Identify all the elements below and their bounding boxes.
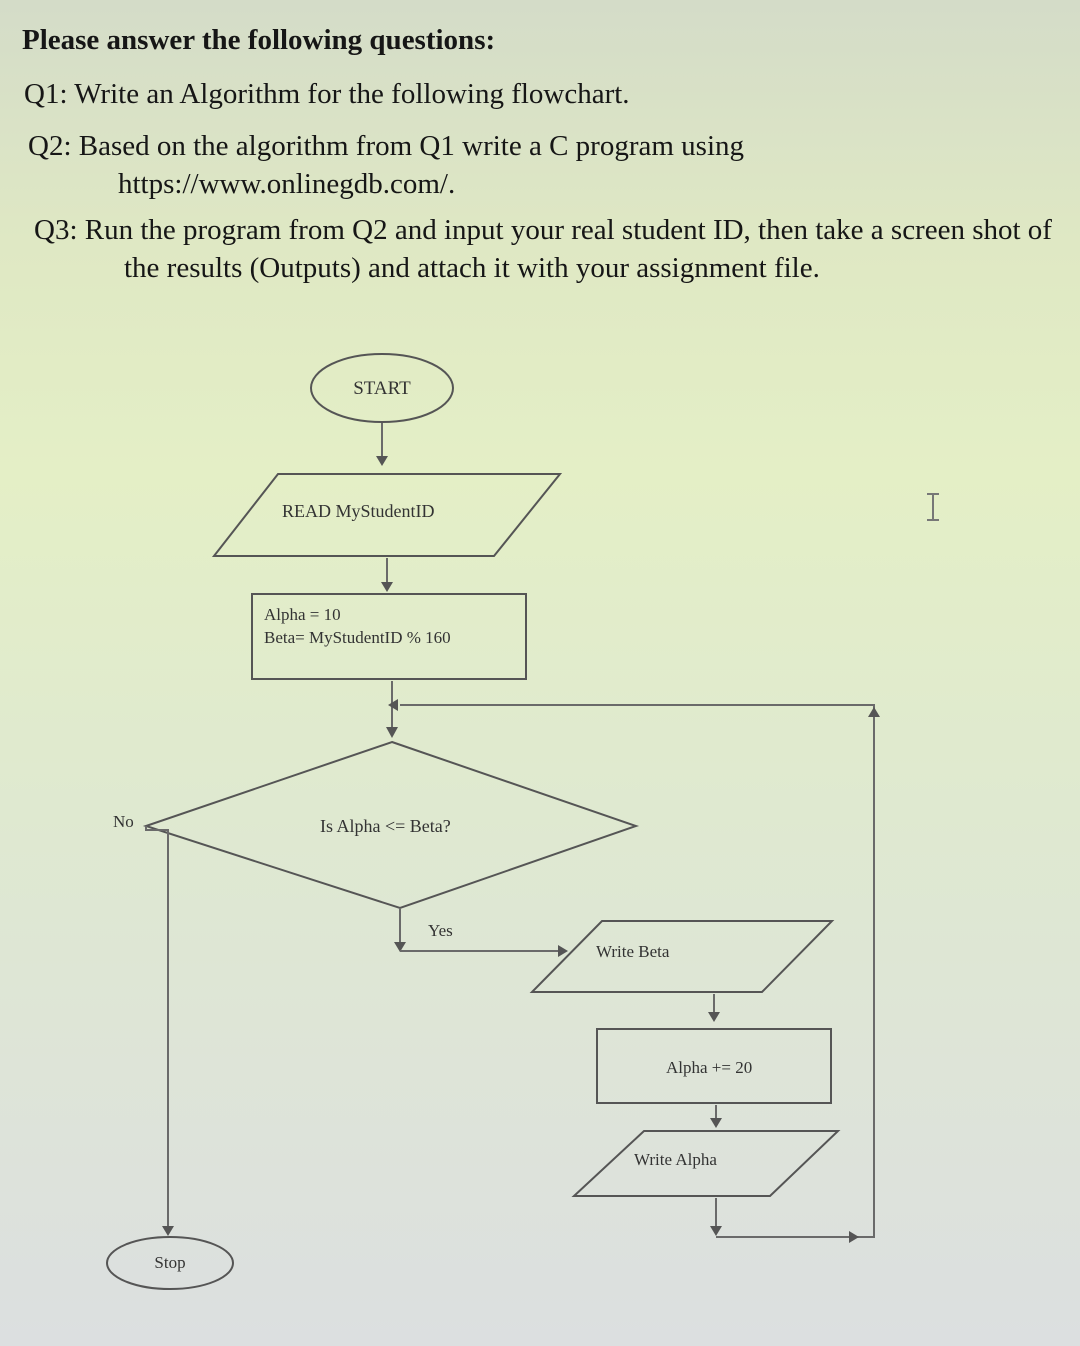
question-3-line-2: the results (Outputs) and attach it with… (124, 252, 820, 284)
arrowhead-loop-back (388, 699, 398, 711)
arrowhead-alpha-down (710, 1226, 722, 1236)
write-alpha-output-box: Write Alpha (571, 1130, 841, 1197)
arrowhead-to-loop (849, 1231, 859, 1243)
start-terminator: START (310, 353, 454, 423)
yes-branch-label: Yes (428, 921, 453, 940)
arrowhead-increment-alpha (710, 1118, 722, 1128)
question-1: Q1: Write an Algorithm for the following… (24, 78, 630, 110)
question-3-line-1: Q3: Run the program from Q2 and input yo… (34, 214, 1052, 246)
arrowhead-to-write-beta (558, 945, 568, 957)
decision-label: Is Alpha <= Beta? (320, 816, 451, 836)
text-cursor-icon (927, 493, 939, 521)
stop-terminator: Stop (106, 1236, 234, 1290)
start-label: START (353, 378, 411, 399)
increment-process-box: Alpha += 20 (596, 1028, 832, 1104)
increment-label: Alpha += 20 (666, 1058, 752, 1077)
arrowhead-to-stop (162, 1226, 174, 1236)
arrowhead-init-decision (386, 727, 398, 738)
arrowhead-read-init (381, 582, 393, 592)
page-heading: Please answer the following questions: (22, 24, 496, 56)
init-line-2: Beta= MyStudentID % 160 (264, 628, 451, 647)
write-beta-output-box: Write Beta (529, 920, 835, 993)
question-2-line-1: Q2: Based on the algorithm from Q1 write… (28, 130, 745, 162)
arrowhead-start-read (376, 456, 388, 466)
arrowhead-beta-increment (708, 1012, 720, 1022)
write-alpha-label: Write Alpha (634, 1150, 717, 1169)
question-2-line-2: https://www.onlinegdb.com/. (118, 168, 456, 200)
init-process-box: Alpha = 10 Beta= MyStudentID % 160 (251, 593, 527, 680)
init-line-1: Alpha = 10 (264, 605, 341, 624)
decision-diamond: Is Alpha <= Beta? (142, 740, 640, 910)
read-input-box: READ MyStudentID (211, 473, 563, 557)
write-beta-label: Write Beta (596, 942, 670, 961)
loop-back-connector (400, 704, 875, 1238)
read-label: READ MyStudentID (282, 501, 435, 521)
arrowhead-loop-up (868, 707, 880, 717)
arrowhead-yes-down (394, 942, 406, 952)
no-branch-connector (145, 826, 169, 1228)
stop-label: Stop (154, 1253, 185, 1272)
no-branch-label: No (113, 812, 134, 831)
